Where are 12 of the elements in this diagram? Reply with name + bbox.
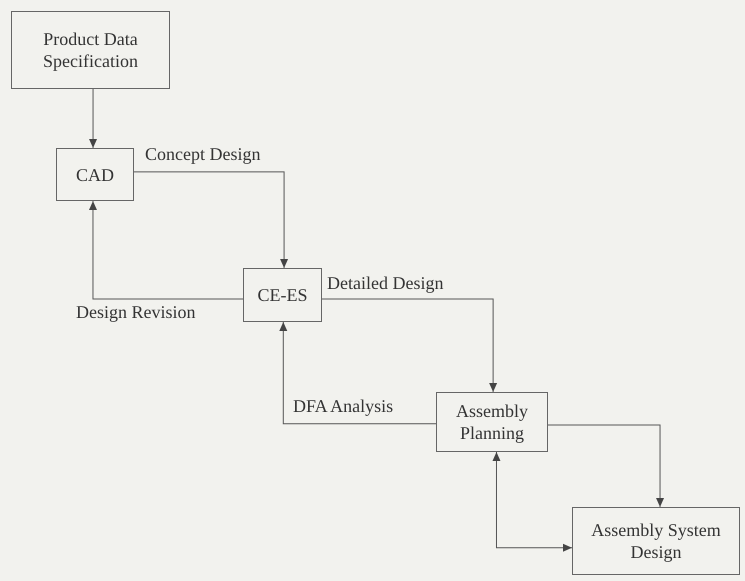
- process-box: CE-ES: [243, 268, 322, 322]
- arrow: [548, 424, 664, 508]
- arrow: [89, 88, 98, 148]
- arrow: [492, 452, 572, 552]
- arrow: [88, 200, 244, 300]
- process-box: Assembly Planning: [436, 392, 548, 452]
- process-box: Product Data Specification: [11, 11, 170, 89]
- process-box: Assembly System Design: [572, 507, 740, 575]
- arrow: [279, 322, 436, 424]
- arrow: [134, 171, 288, 268]
- process-box: CAD: [56, 148, 134, 201]
- arrow: [322, 298, 498, 392]
